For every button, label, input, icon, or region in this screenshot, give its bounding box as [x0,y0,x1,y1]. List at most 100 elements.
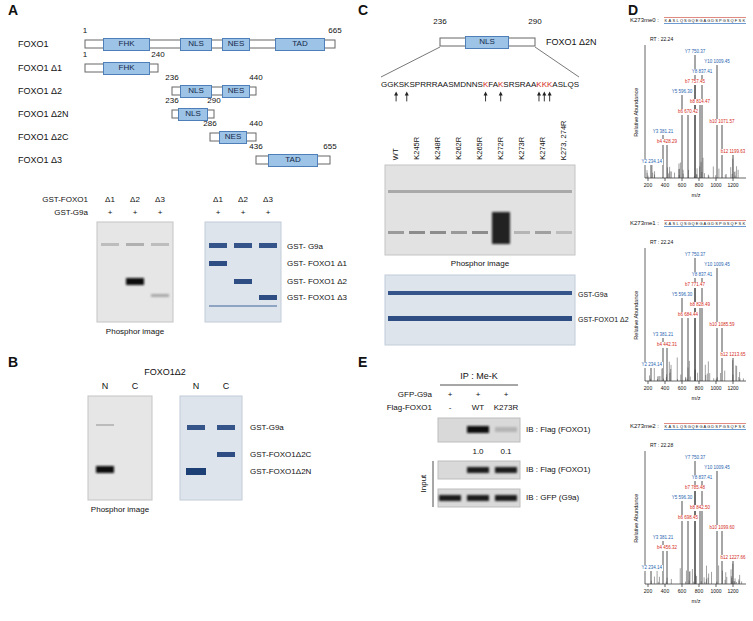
lane-label: K248R [434,137,443,160]
peak-label: Y7 750.37 [684,455,706,460]
band-label: GST-G9a [250,423,284,432]
coomassie-gel [234,243,252,248]
spectrum-peak [687,368,688,381]
spectrum-peak [658,376,659,381]
spectrum-peak [704,582,705,584]
construct-name: FOXO1 Δ2N [546,37,597,47]
peak-label: b10 1085.59 [709,322,735,327]
tick-label: 600 [678,386,686,392]
spectrum-axes [645,451,746,584]
zoom-line [535,47,579,77]
spectrum-peak [702,75,703,178]
spectrum-peak [663,379,664,381]
residue-letter: N [466,80,472,89]
spectrum-peak [659,376,660,381]
phosphor-gel [409,231,425,234]
western-blot [438,489,520,507]
residue-letter: K [742,423,746,430]
domain-name: NLS [479,38,495,46]
coomassie-gel [205,222,281,322]
quantity-label: 0.1 [500,447,511,456]
coomassie-gel [385,275,575,345]
residue-letter: S [503,80,508,89]
site-arrow [549,94,550,101]
spectrum-peak [687,379,688,381]
coomassie-gel [388,291,572,295]
spectrum-peak [669,167,670,178]
residue-letter: N [472,80,478,89]
peak-label: Y5 596.30 [671,495,693,500]
residue-letter: K [742,220,746,227]
phosphor-gel [472,231,488,234]
coomassie-gel [385,275,575,345]
band-label: GST- G9a [287,242,323,251]
spectrum-peak [736,366,737,381]
spectrum-peak [667,348,668,381]
residue-number: 440 [249,73,262,82]
domain-name: NES [225,133,241,141]
western-blot [467,495,489,501]
peak-label: b6 684.44 [677,312,698,317]
lane-label: K274R [539,137,548,160]
residue-letter: K [393,80,398,89]
spectrum-title: K273me1 : [630,220,659,227]
domain-box: FHK [103,38,150,51]
western-blot [495,427,517,432]
peak-label: b12 1227.66 [720,555,746,560]
spectrum-peak [708,176,709,178]
residue-letter: R [426,80,432,89]
spectrum-peak [701,581,702,584]
tick-label: 200 [644,589,652,595]
band-label: GST-G9a [578,291,608,299]
domain-name: TAD [292,40,307,48]
spectrum-peak [689,580,690,584]
phosphor-gel [96,466,114,473]
spectrum-peak [697,373,698,381]
spectrum-peak [741,581,742,584]
residue-number: 236 [165,73,178,82]
residue-letter: K [547,80,552,89]
row-label: GST-FOXO1 [42,195,88,204]
domain-box: NES [222,38,250,51]
phosphor-gel [514,231,530,234]
peak-label: Y8 837.41 [691,272,713,277]
spectrum-peak [647,173,648,178]
spectrum-peak [732,564,733,584]
spectrum-peak [667,145,668,178]
spectrum-peak [705,365,706,381]
residue-letter: R [432,80,438,89]
peak-label: b10 1071.57 [709,119,735,124]
spectrum-peak [661,369,662,381]
lane-label: Δ1 [105,195,115,204]
spectrum-peak [667,551,668,584]
spectrum-peak [704,173,705,178]
coomassie-gel [209,305,277,307]
spectrum-peak [700,105,701,178]
domain-box: NLS [178,108,208,121]
domain-box: FHK [103,62,150,75]
spectrum-peak [738,579,739,584]
domain-name: NES [228,40,244,48]
retention-time: RT : 22.28 [650,443,673,449]
construct-name: FOXO1 [18,39,49,49]
spectrum-peak [735,578,736,584]
residue-letter: S [399,80,404,89]
spectrum-peak [701,162,702,178]
lane-label: K262R [455,137,464,160]
gel-caption: Phosphor image [106,327,164,336]
coomassie-gel [217,425,235,430]
tick-label: 200 [644,183,652,189]
panel-letter: D [628,2,638,18]
spectrum-peak [699,166,700,178]
spectrum-peak [649,375,650,381]
spectrum-peak [720,373,721,381]
gel-caption: Phosphor image [91,505,149,514]
domain-name: NLS [188,40,204,48]
axis-title: Relative Abundance [633,494,639,543]
residue-letter: R [420,80,426,89]
residue-number: 290 [207,96,220,105]
residue-letter: A [526,80,531,89]
panel-letter: B [8,354,18,370]
construct-name: FOXO1 Δ2C [18,132,69,142]
spectrum-peak [677,357,678,381]
